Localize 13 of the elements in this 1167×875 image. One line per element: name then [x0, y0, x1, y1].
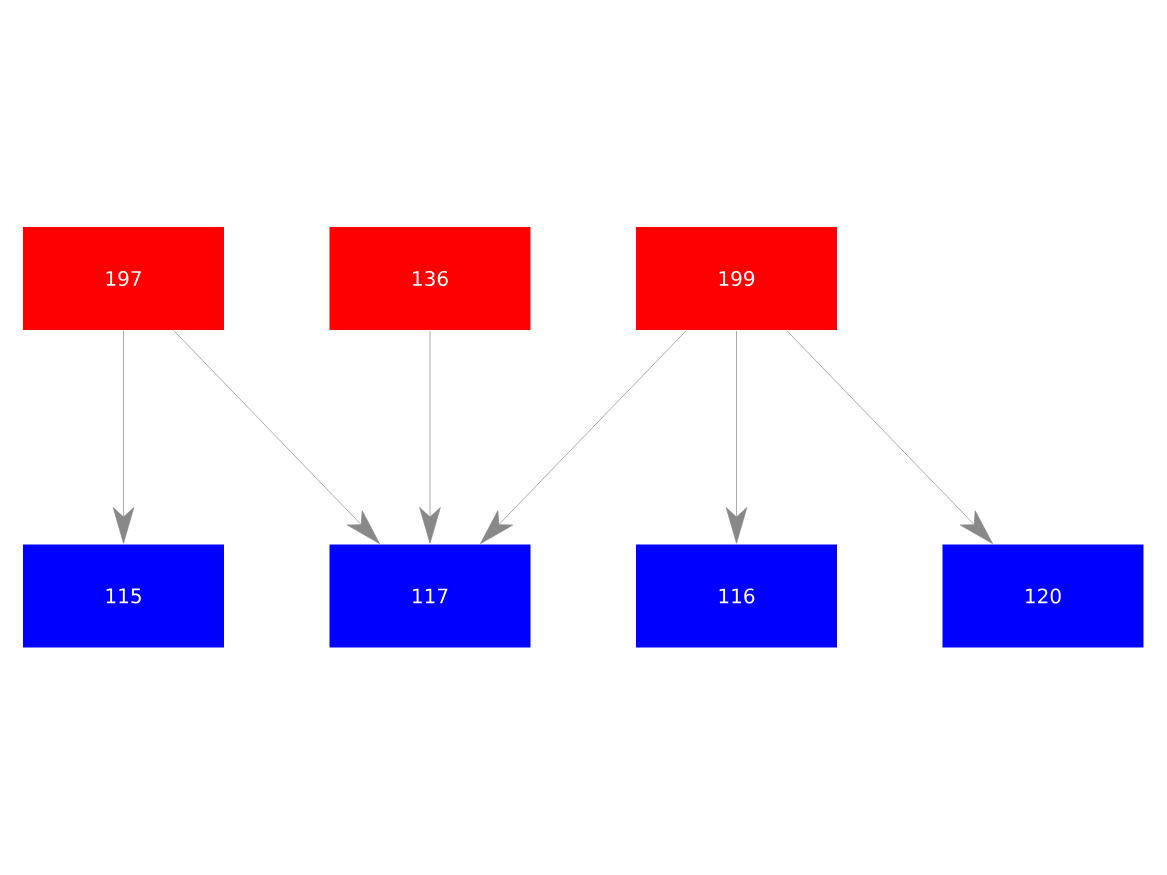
arrow — [786, 330, 993, 544]
arrow — [112, 330, 135, 544]
number-box: 116 — [636, 544, 837, 648]
number-box: 197 — [23, 227, 224, 330]
arrow — [173, 330, 380, 544]
number-box: 136 — [329, 227, 531, 330]
arrow — [419, 330, 441, 544]
number-box: 199 — [636, 227, 837, 330]
arrow — [480, 330, 687, 544]
number-box: 120 — [942, 544, 1144, 648]
number-box: 117 — [329, 544, 531, 648]
arrow — [725, 330, 748, 544]
number-box: 115 — [23, 544, 224, 648]
